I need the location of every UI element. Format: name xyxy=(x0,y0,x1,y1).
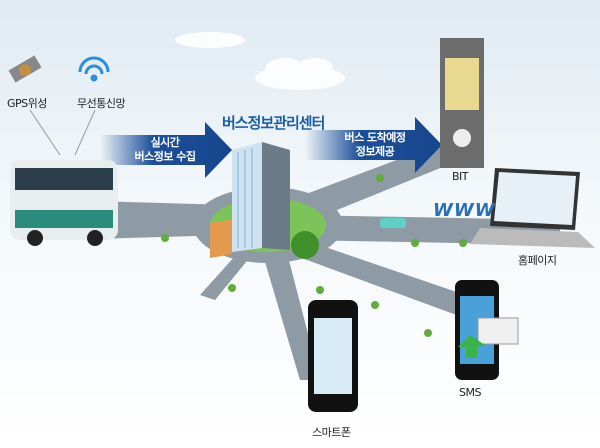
building-icon xyxy=(232,142,290,252)
clouds xyxy=(175,32,345,90)
provide-arrow xyxy=(305,117,442,173)
provide-arrow-label: 버스 도착예정 정보제공 xyxy=(330,131,420,159)
page-title: 버스정보관리센터 xyxy=(222,114,325,132)
sms-label: SMS xyxy=(459,386,481,399)
smartphone-icon xyxy=(308,300,358,412)
www-text: WWW xyxy=(433,200,496,221)
collect-arrow xyxy=(100,122,232,178)
car-icon xyxy=(380,218,406,228)
collect-arrow-label: 실시간 버스정보 수집 xyxy=(125,136,205,164)
homepage-label: 홈페이지 xyxy=(518,254,557,267)
bit-kiosk-icon xyxy=(440,38,484,168)
gps-label: GPS위성 xyxy=(7,97,47,110)
bit-label: BIT xyxy=(452,170,469,183)
wireless-label: 무선통신망 xyxy=(77,97,126,110)
bus-icon xyxy=(10,160,118,246)
smartphone-label: 스마트폰 xyxy=(312,426,351,439)
gps-satellite-icon xyxy=(8,55,42,83)
collect-line-1: 실시간 xyxy=(150,136,180,149)
provide-line-2: 정보제공 xyxy=(355,145,395,158)
sms-phone-icon xyxy=(455,280,519,380)
trees xyxy=(93,174,467,337)
provide-line-1: 버스 도착예정 xyxy=(344,131,406,144)
laptop-icon xyxy=(470,168,595,248)
wireless-icon xyxy=(78,56,110,82)
collect-line-2: 버스정보 수집 xyxy=(134,150,196,163)
small-building-icon xyxy=(210,219,232,258)
